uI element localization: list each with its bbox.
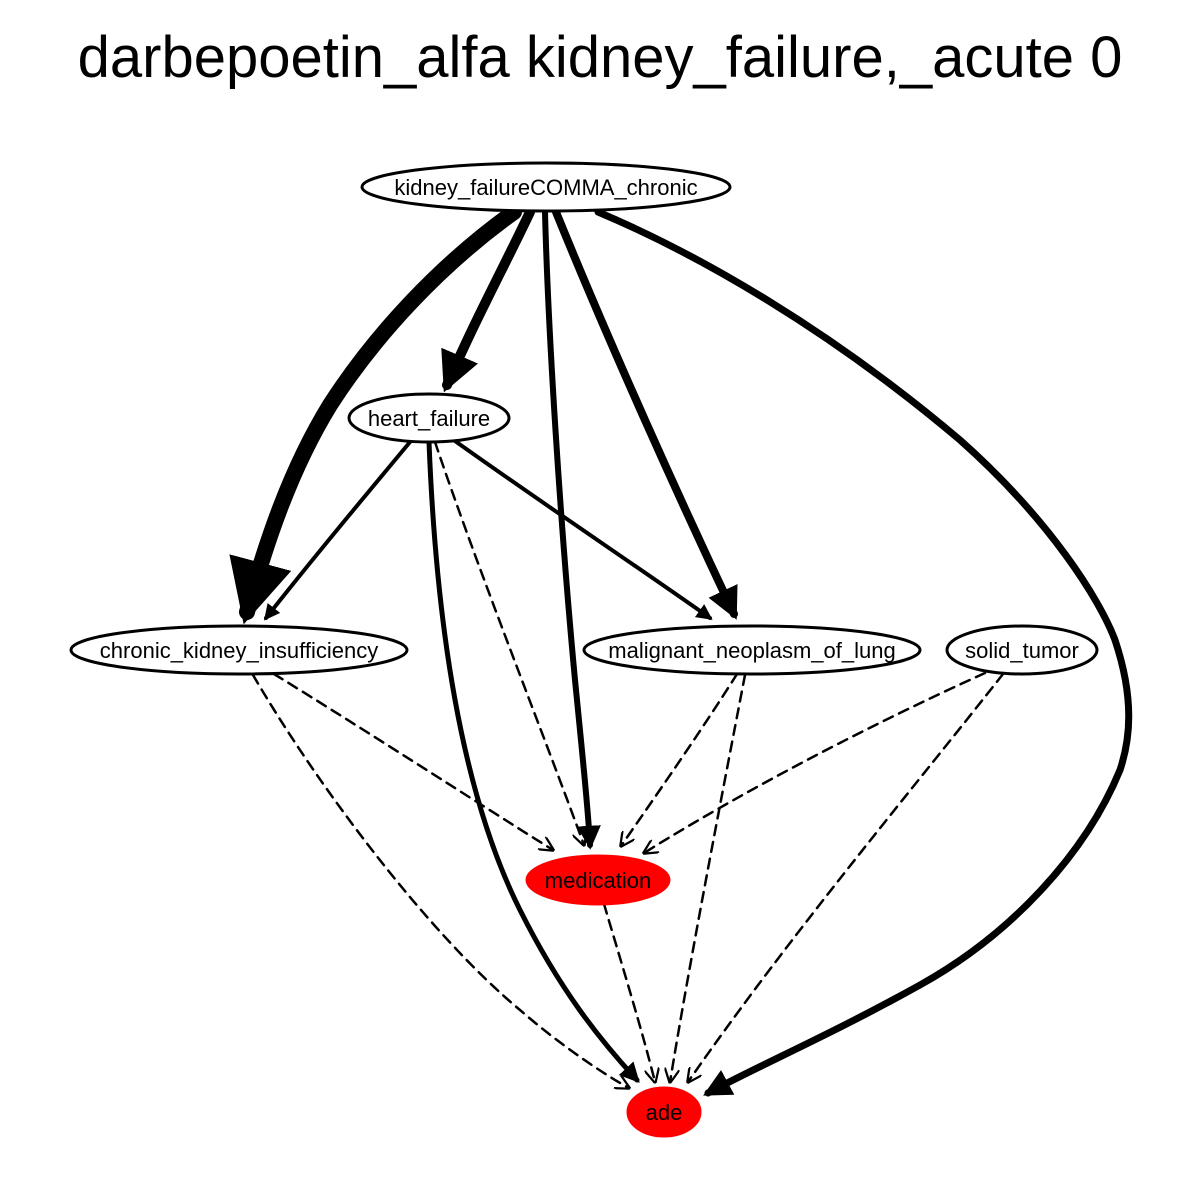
node-shape bbox=[582, 624, 922, 676]
node-shape bbox=[945, 624, 1099, 676]
edges-layer bbox=[229, 204, 1133, 1097]
node-label: solid_tumor bbox=[965, 638, 1079, 663]
node-label: ade bbox=[646, 1100, 683, 1125]
node-label: heart_failure bbox=[368, 406, 490, 431]
edge-malignant-neoplasm-of-lung-to-medication bbox=[621, 672, 739, 846]
node-chronic-kidney-insufficiency: chronic_kidney_insufficiency bbox=[69, 624, 409, 676]
edge-solid-tumor-to-ade bbox=[688, 672, 1005, 1082]
node-label: kidney_failureCOMMA_chronic bbox=[394, 175, 697, 200]
node-shape bbox=[360, 161, 732, 213]
node-ade: ade bbox=[626, 1086, 702, 1138]
node-malignant-neoplasm-of-lung: malignant_neoplasm_of_lung bbox=[582, 624, 922, 676]
node-label: malignant_neoplasm_of_lung bbox=[608, 638, 895, 663]
page-title: darbepoetin_alfa kidney_failure,_acute 0 bbox=[77, 25, 1123, 90]
node-shape bbox=[626, 1086, 702, 1138]
edge-kidney-failure-chronic-to-heart-failure bbox=[441, 207, 535, 393]
edge-heart-failure-to-ade bbox=[426, 439, 640, 1083]
edge-kidney-failure-chronic-to-malignant-neoplasm-of-lung bbox=[552, 208, 738, 620]
node-medication: medication bbox=[525, 854, 671, 906]
edge-kidney-failure-chronic-to-chronic-kidney-insufficiency bbox=[229, 204, 522, 625]
node-label: medication bbox=[545, 868, 651, 893]
node-solid-tumor: solid_tumor bbox=[945, 624, 1099, 676]
node-shape bbox=[525, 854, 671, 906]
nodes-layer: kidney_failureCOMMA_chronic heart_failure… bbox=[69, 161, 1099, 1138]
node-shape bbox=[347, 392, 511, 444]
edge-heart-failure-to-medication bbox=[433, 440, 584, 845]
edge-kidney-failure-chronic-to-medication bbox=[542, 209, 601, 850]
edge-heart-failure-to-chronic-kidney-insufficiency bbox=[264, 440, 412, 621]
edge-medication-to-ade bbox=[602, 902, 655, 1082]
edge-malignant-neoplasm-of-lung-to-ade bbox=[670, 673, 747, 1082]
node-label: chronic_kidney_insufficiency bbox=[100, 638, 378, 663]
edge-chronic-kidney-insufficiency-to-ade bbox=[251, 673, 629, 1088]
edge-chronic-kidney-insufficiency-to-medication bbox=[272, 672, 553, 850]
edge-solid-tumor-to-medication bbox=[644, 671, 987, 853]
node-shape bbox=[69, 624, 409, 676]
node-heart-failure: heart_failure bbox=[347, 392, 511, 444]
edge-kidney-failure-chronic-to-ade bbox=[594, 208, 1133, 1097]
edge-heart-failure-to-malignant-neoplasm-of-lung bbox=[453, 439, 713, 620]
node-kidney-failure-chronic: kidney_failureCOMMA_chronic bbox=[360, 161, 732, 213]
